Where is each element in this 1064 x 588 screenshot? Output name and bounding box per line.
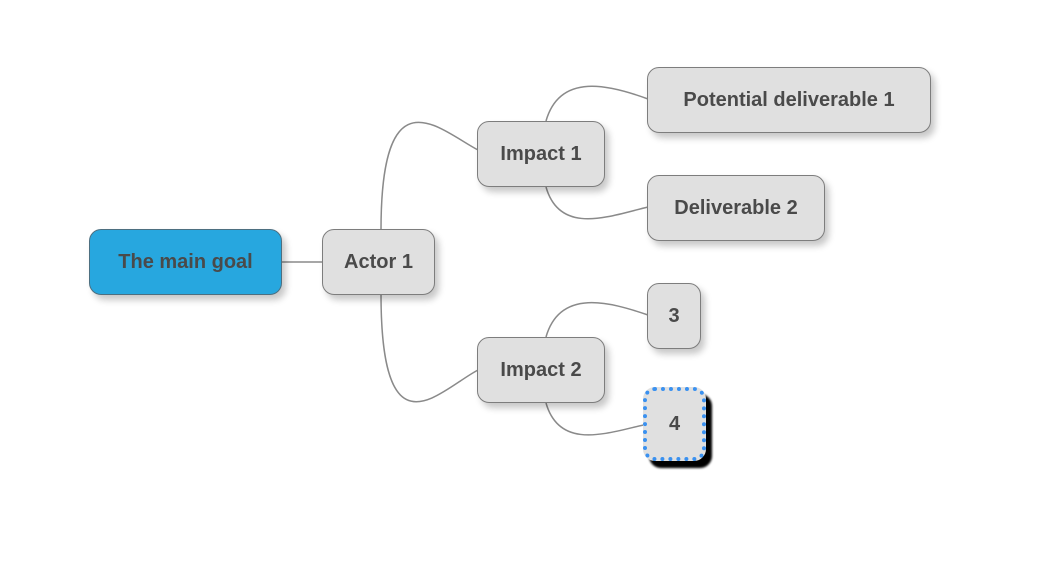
connector-impact-1-deliverable-1 [545, 85, 649, 122]
actor-node[interactable]: Actor 1 [322, 229, 435, 295]
connector-impact-2-deliverable-4 [545, 402, 649, 436]
impact-node-1[interactable]: Impact 1 [477, 121, 605, 187]
deliverable-node-1[interactable]: Potential deliverable 1 [647, 67, 931, 133]
deliverable-node-2[interactable]: Deliverable 2 [647, 175, 825, 241]
deliverable-node-3[interactable]: 3 [647, 283, 701, 349]
root-goal-node[interactable]: The main goal [89, 229, 282, 295]
deliverable-node-4-selected[interactable]: 4 [643, 387, 706, 461]
connector-impact-2-deliverable-3 [545, 302, 649, 338]
connector-actor-impact-2 [380, 293, 479, 403]
connector-impact-1-deliverable-2 [545, 186, 649, 220]
connector-actor-impact-1 [380, 121, 479, 231]
impact-node-2[interactable]: Impact 2 [477, 337, 605, 403]
